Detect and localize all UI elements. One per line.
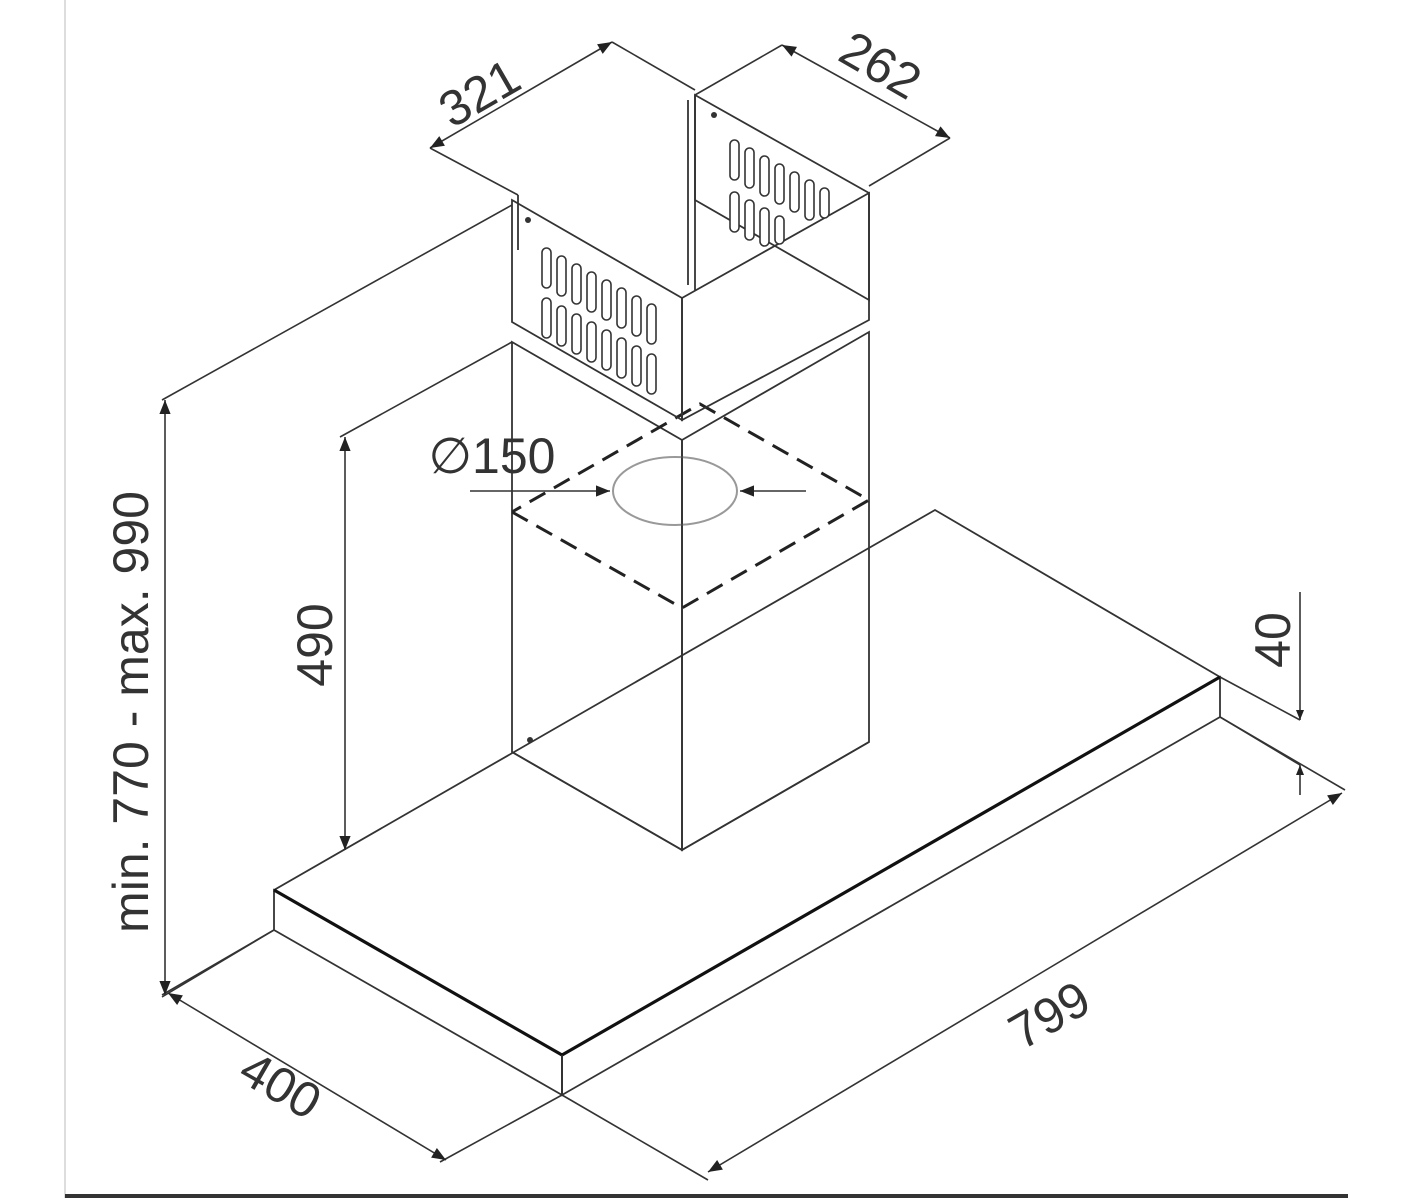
dim-duct-diameter: ∅150 xyxy=(429,428,556,484)
dim-chimney-width: 321 xyxy=(429,48,529,138)
duct-opening xyxy=(470,455,806,527)
dim-canopy-thickness: 40 xyxy=(1245,612,1301,668)
dim-total-height: min. 770 - max. 990 xyxy=(103,491,159,933)
lower-chimney xyxy=(511,330,873,852)
dim-canopy-depth: 400 xyxy=(230,1040,330,1130)
dim-canopy-width: 799 xyxy=(999,970,1099,1060)
dimension-lines xyxy=(159,41,1346,1181)
upper-chimney xyxy=(511,93,870,422)
vent-slots-left xyxy=(541,247,657,395)
dim-chimney-depth: 262 xyxy=(830,20,930,110)
vent-slots-back xyxy=(729,139,830,247)
dim-lower-chimney-height: 490 xyxy=(287,603,343,686)
